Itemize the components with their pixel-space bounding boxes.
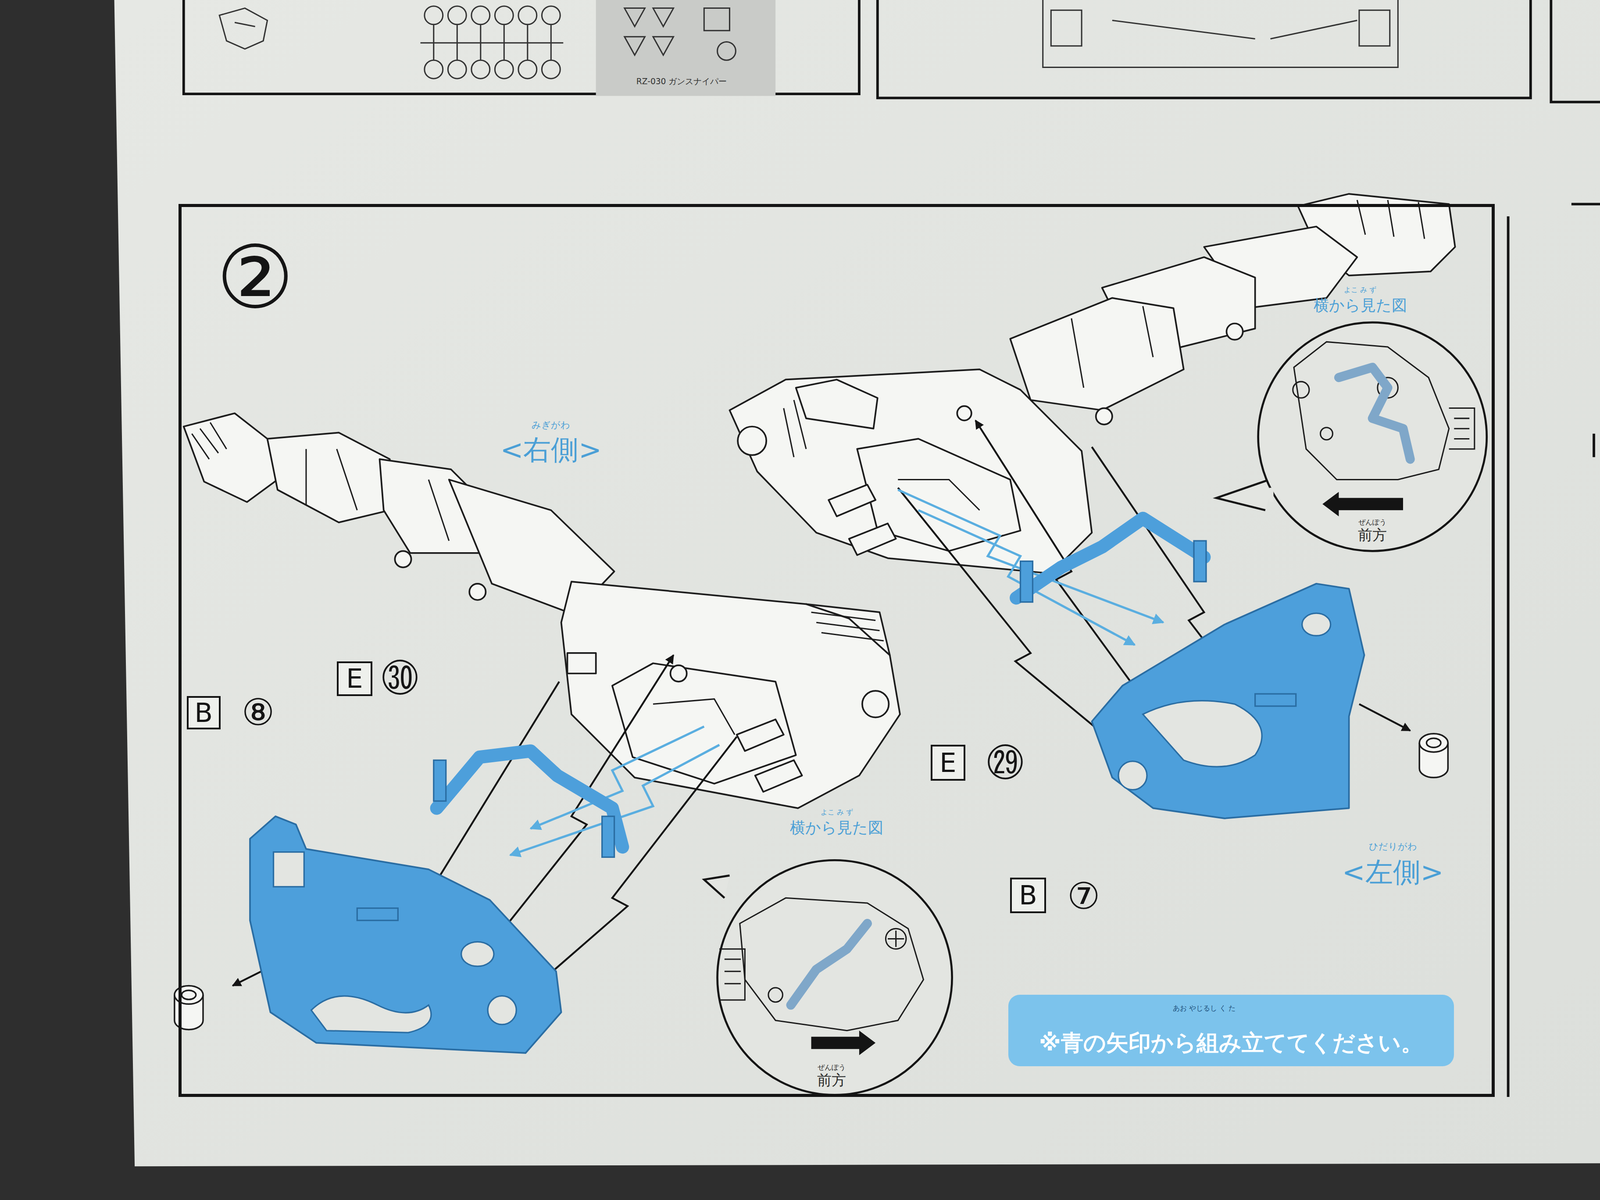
sprue-letter-box: E bbox=[930, 744, 966, 781]
furigana: ぜんぽう bbox=[817, 1063, 846, 1072]
direction-label: 前方 bbox=[1357, 528, 1387, 544]
view-caption: 横から見た図 bbox=[1313, 296, 1408, 314]
sprue-letter: E bbox=[346, 664, 363, 694]
side-heading: <右側> bbox=[500, 434, 602, 465]
sprue-letter-box: B bbox=[186, 696, 221, 730]
sprue-letter: E bbox=[939, 748, 957, 778]
sprue-letter-box: B bbox=[1010, 877, 1046, 914]
furigana: ひだりがわ bbox=[1368, 842, 1418, 853]
note-text: ※青の矢印から組み立ててください。 bbox=[1039, 1030, 1424, 1055]
furigana: よこ み ず bbox=[1343, 285, 1377, 294]
furigana: よこ み ず bbox=[820, 808, 854, 817]
furigana: ぜんぽう bbox=[1358, 518, 1387, 527]
sprue-letter-box: E bbox=[336, 661, 373, 697]
furigana: あお やじるし く た bbox=[1172, 1004, 1236, 1013]
step-frame: ② B E E B ※青の矢印から組み立ててください。 bbox=[178, 203, 1495, 1097]
callout-number: ⑦ bbox=[1067, 875, 1100, 917]
sprue-letter: B bbox=[194, 698, 213, 728]
callout-number: ㉚ bbox=[381, 658, 419, 699]
decal-caption: RZ-030 ガンスナイパー bbox=[636, 77, 728, 86]
side-heading: <左側> bbox=[1342, 857, 1444, 888]
callout-number: ㉙ bbox=[986, 742, 1024, 784]
furigana: みぎがわ bbox=[531, 420, 571, 431]
step-number: ② bbox=[216, 229, 294, 326]
callout-number: ⑧ bbox=[241, 692, 275, 733]
view-caption: 横から見た図 bbox=[789, 819, 884, 836]
sprue-letter: B bbox=[1018, 880, 1037, 911]
direction-label: 前方 bbox=[817, 1072, 847, 1089]
